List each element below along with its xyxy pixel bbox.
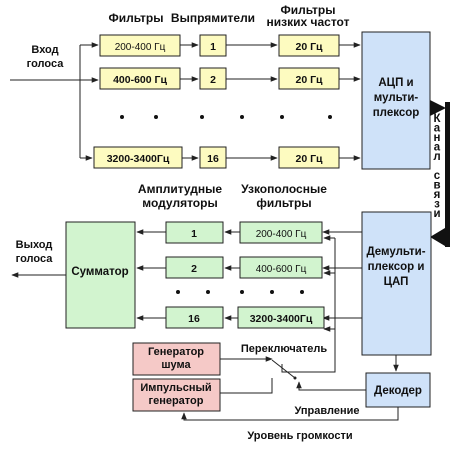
switch-label: Переключатель — [241, 343, 327, 355]
pulse-generator-block — [132, 378, 221, 412]
switch-lever[interactable] — [271, 359, 296, 379]
wire-decoder-switch — [296, 381, 366, 391]
wire-pulse-switch — [220, 378, 273, 394]
rx-filter-label-1: 200-400 Гц — [256, 229, 307, 240]
channel-arrow-out — [430, 228, 445, 246]
rx-filter-label-16: 3200-3400Гц — [250, 313, 313, 325]
modulator-label-1: 1 — [191, 228, 197, 240]
rx-ellipsis — [176, 290, 304, 294]
summator-block — [65, 221, 136, 329]
rectifier-label-2: 2 — [210, 74, 216, 86]
tx-filter-label-2: 400-600 Гц — [113, 74, 167, 86]
rx-filter-label-2: 400-600 Гц — [256, 264, 307, 275]
lowpass-label-16: 20 Гц — [295, 153, 323, 165]
volume-label: Уровень громкости — [247, 430, 352, 442]
tx-ellipsis — [120, 115, 332, 119]
wire-volume — [181, 407, 399, 421]
decoder-label: Декодер — [374, 385, 422, 397]
control-label: Управление — [294, 405, 359, 417]
noise-generator-block — [132, 342, 221, 376]
lowpass-label-2: 20 Гц — [295, 74, 323, 86]
tx-filter-label-16: 3200-3400Гц — [107, 153, 170, 165]
summator-label: Сумматор — [71, 266, 128, 278]
tx-filter-label-1: 200-400 Гц — [115, 42, 166, 53]
rectifier-label-1: 1 — [210, 41, 216, 53]
header-rectifiers: Выпрямители — [171, 11, 255, 25]
channel-bar — [445, 102, 450, 247]
modulator-label-16: 16 — [188, 313, 200, 325]
decoder-block — [365, 372, 431, 408]
channel-arrow-in — [430, 100, 446, 116]
header-filters: Фильтры — [108, 11, 163, 25]
switch-pivot — [293, 376, 297, 380]
modulator-label-2: 2 — [191, 263, 197, 275]
lowpass-label-1: 20 Гц — [295, 41, 323, 53]
rectifier-label-16: 16 — [207, 153, 219, 165]
adc-mux-block — [361, 31, 431, 170]
